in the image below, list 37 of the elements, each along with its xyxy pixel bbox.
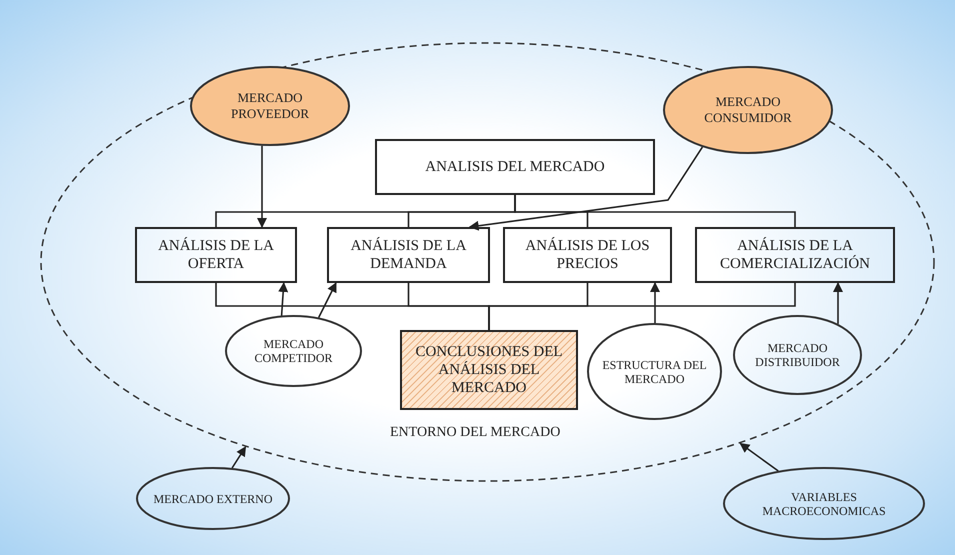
arrow <box>257 146 267 228</box>
node-label: ANÁLISIS DE LA DEMANDA <box>350 237 468 273</box>
oval-node <box>723 467 925 540</box>
process-box <box>375 139 655 195</box>
node-label: MERCADO DISTRIBUIDOR <box>754 341 841 369</box>
node-label: ESTRUCTURA DEL MERCADO <box>601 358 708 386</box>
connector-line <box>488 283 796 330</box>
node-label: CONCLUSIONES DEL ANÁLISIS DEL MERCADO <box>414 343 564 397</box>
oval-node <box>587 323 722 420</box>
node-label: VARIABLES MACROECONOMICAS <box>761 490 887 518</box>
node-label: MERCADO COMPETIDOR <box>253 337 334 365</box>
arrow <box>650 282 660 323</box>
node-label: MERCADO CONSUMIDOR <box>703 94 793 126</box>
arrow <box>468 146 704 231</box>
arrow <box>278 282 288 316</box>
arrow <box>740 442 779 472</box>
arrow <box>833 282 843 324</box>
process-box <box>327 227 490 283</box>
process-box <box>503 227 672 283</box>
conclusion-box <box>400 330 578 410</box>
process-box <box>695 227 895 283</box>
oval-node <box>225 315 362 387</box>
node-label: MERCADO EXTERNO <box>152 492 274 506</box>
node-label: ANALISIS DEL MERCADO <box>424 158 606 176</box>
node-label: ANÁLISIS DE LA OFERTA <box>157 237 275 273</box>
node-label: MERCADO PROVEEDOR <box>230 90 310 122</box>
arrow <box>231 446 246 468</box>
process-box <box>135 227 297 283</box>
node-label: ANÁLISIS DE LOS PRECIOS <box>524 237 651 273</box>
oval-node <box>190 66 350 146</box>
oval-node <box>136 467 290 530</box>
node-label: ENTORNO DEL MERCADO <box>390 424 560 442</box>
dashed-ellipse <box>40 42 935 482</box>
node-label: ANÁLISIS DE LA COMERCIALIZACIÓN <box>719 237 871 273</box>
arrow <box>318 282 337 318</box>
oval-node <box>733 315 862 395</box>
connector-line <box>514 195 796 227</box>
